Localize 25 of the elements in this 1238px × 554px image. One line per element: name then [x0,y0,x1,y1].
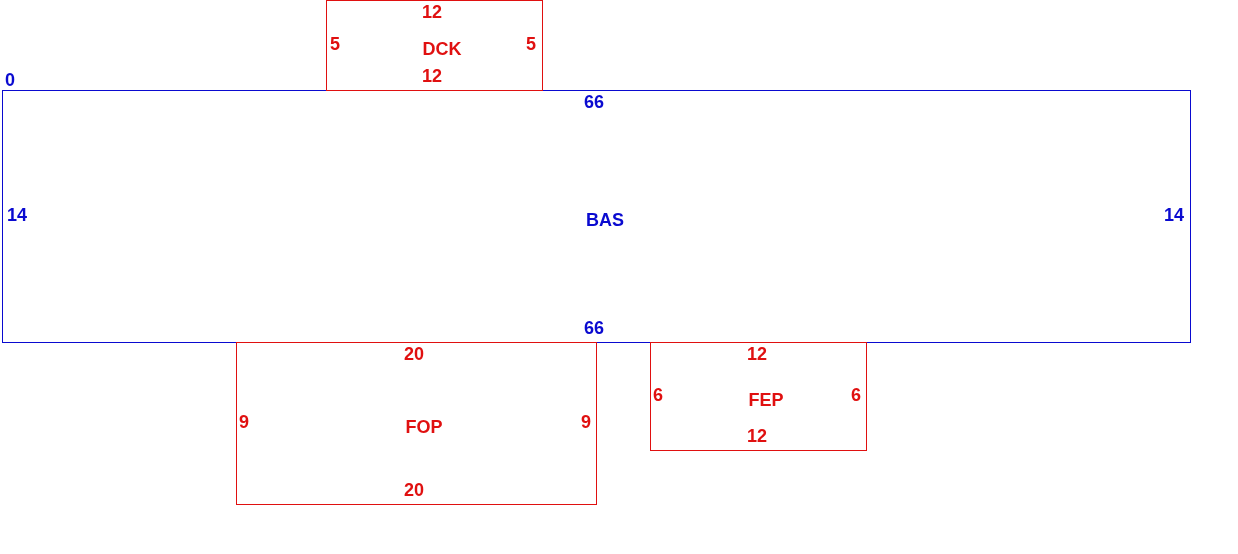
box-label: FOP [405,417,443,437]
dimension-label: 9 [239,412,249,432]
dimension-label: 9 [581,412,591,432]
origin-label: 0 [5,70,15,90]
box-label: DCK [422,39,462,59]
rectangle-outline [236,342,597,505]
dimension-label: 12 [747,426,767,446]
dimension-label: 5 [526,34,536,54]
rectangle-outline [2,90,1191,343]
dimension-label: 12 [422,66,442,86]
box-label: FEP [748,390,784,410]
dimension-label: 66 [584,92,604,112]
dimension-label: 6 [851,385,861,405]
rectangle-outline [650,342,867,451]
dimension-label: 6 [653,385,663,405]
dimension-label: 20 [404,344,424,364]
dimension-label: 14 [1164,205,1184,225]
dimension-label: 14 [7,205,27,225]
dimension-label: 12 [422,2,442,22]
box-label: BAS [586,210,624,230]
dimension-label: 12 [747,344,767,364]
dimension-label: 5 [330,34,340,54]
dimension-label: 66 [584,318,604,338]
rectangle-outline [326,0,543,91]
dimension-label: 20 [404,480,424,500]
